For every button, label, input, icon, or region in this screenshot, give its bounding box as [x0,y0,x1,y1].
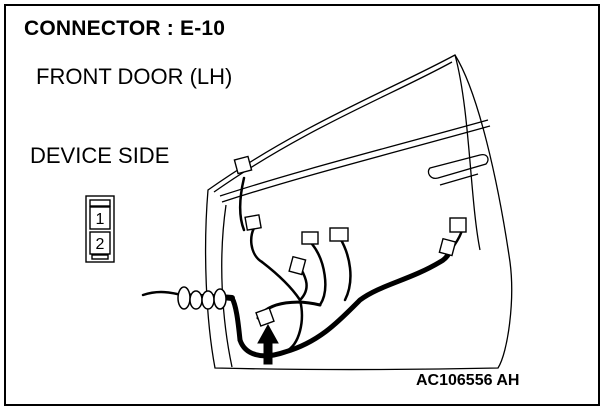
location-label: FRONT DOOR (LH) [36,64,233,89]
connector-title: CONNECTOR : E-10 [24,17,226,40]
connector-face [85,195,115,263]
pin-label-1: 1 [96,211,105,228]
door-handle [427,154,489,186]
view-label: DEVICE SIDE [30,143,170,168]
connector-indicator-arrow [257,323,279,365]
wiring-grommet [177,286,227,310]
figure-code: AC106556 AH [416,372,520,389]
harness-connectors [233,155,467,327]
pin-label-2: 2 [96,236,105,253]
front-door-outline [204,54,513,371]
